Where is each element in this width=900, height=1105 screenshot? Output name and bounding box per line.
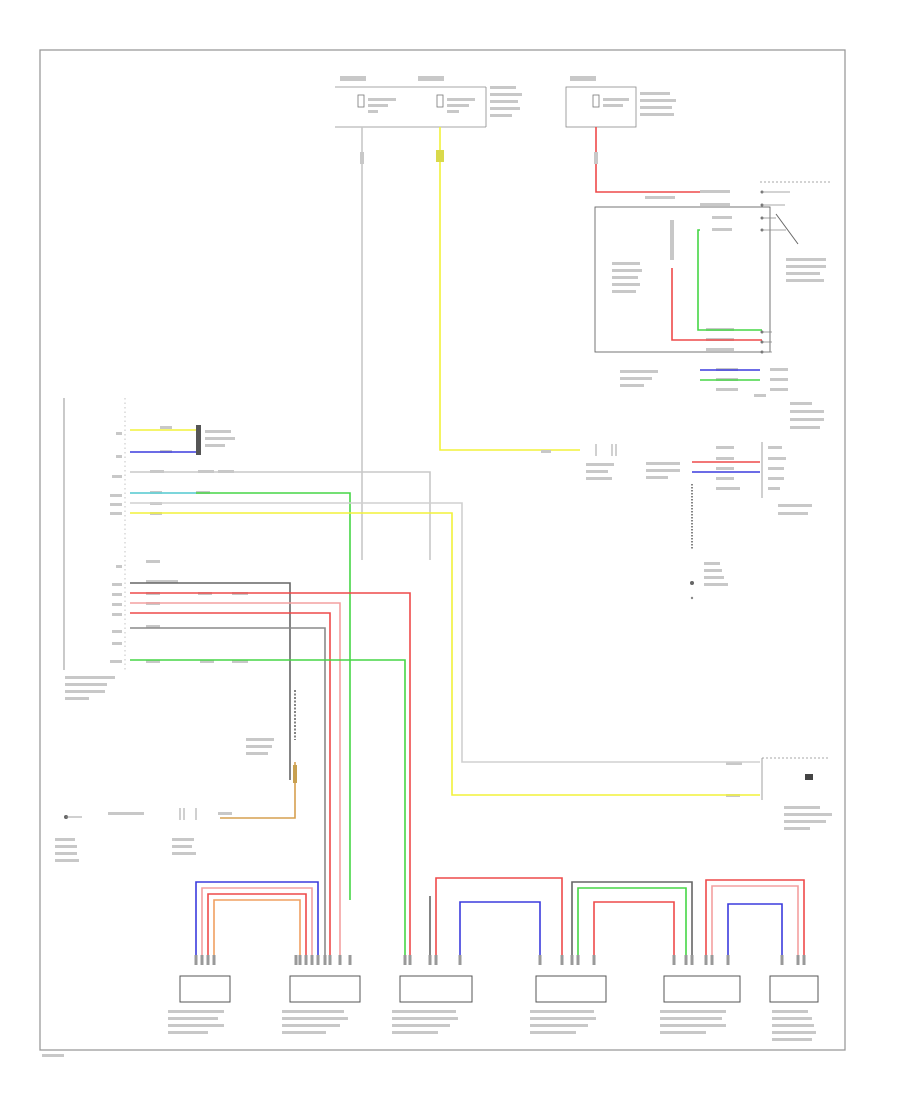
sensor-1 [168, 881, 319, 1034]
sensor-5 [660, 879, 805, 1034]
pin-marker [348, 955, 352, 965]
fuse-block-left [335, 76, 596, 128]
diagram-frame [39, 49, 846, 1051]
ecu-block-right [541, 442, 812, 600]
pin-marker [726, 955, 730, 965]
fuse-block-right [565, 86, 676, 128]
fuse-icon [436, 94, 475, 113]
pin-marker [458, 955, 462, 965]
pin-marker [310, 955, 314, 965]
pin-marker [704, 955, 708, 965]
pin-marker [316, 955, 320, 965]
pin-marker [428, 955, 432, 965]
switch-assembly [594, 181, 830, 354]
connector-block-mid-right [620, 368, 824, 429]
pin-marker [434, 955, 438, 965]
sensor-4 [530, 881, 693, 1034]
fuse-icon [357, 94, 396, 113]
pin-marker [298, 955, 302, 965]
ground-icon [64, 815, 82, 819]
connector-pins [194, 955, 806, 965]
pin-marker [408, 955, 412, 965]
sensor-2 [282, 975, 361, 1034]
pin-marker [576, 955, 580, 965]
ground-icon [690, 581, 694, 600]
connector-icon [179, 808, 197, 820]
pin-marker [194, 955, 198, 965]
switch-icon [760, 190, 799, 245]
pin-marker [796, 955, 800, 965]
pin-marker [206, 955, 210, 965]
pin-marker [538, 955, 542, 965]
diagram-id [42, 1054, 64, 1057]
pin-marker [780, 955, 784, 965]
pin-marker [304, 955, 308, 965]
pin-marker [710, 955, 714, 965]
pin-marker [592, 955, 596, 965]
pin-marker [338, 955, 342, 965]
pin-marker [212, 955, 216, 965]
connector-icon [595, 444, 617, 456]
pin-marker [294, 955, 298, 965]
pin-marker [200, 955, 204, 965]
pin-marker [560, 955, 564, 965]
sensor-6 [769, 975, 819, 1041]
sensor-3 [392, 877, 563, 1034]
pin-marker [802, 955, 806, 965]
wires [130, 127, 762, 960]
pin-marker [690, 955, 694, 965]
pin-marker [684, 955, 688, 965]
pin-marker [328, 955, 332, 965]
pin-marker [672, 955, 676, 965]
pin-marker [570, 955, 574, 965]
pin-marker [403, 955, 407, 965]
pin-marker [323, 955, 327, 965]
lower-left-connectors [55, 738, 274, 862]
camera-module [726, 757, 832, 830]
fuse-icon [592, 94, 629, 108]
main-ecu [63, 398, 126, 700]
